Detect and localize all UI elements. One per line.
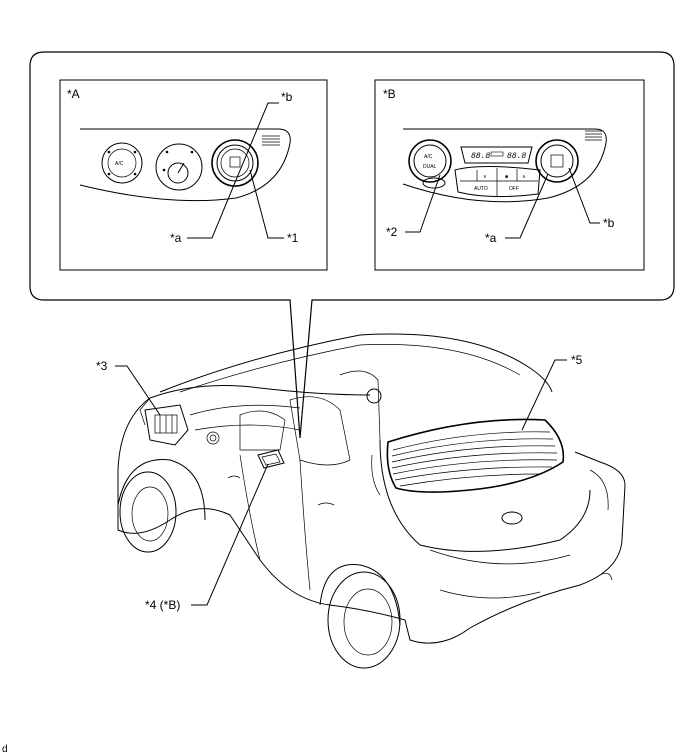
car-label-5: *5 xyxy=(571,353,583,367)
panel-a-label-a: *a xyxy=(170,231,182,245)
svg-text:DUAL: DUAL xyxy=(423,164,437,170)
panel-a-knob-fan xyxy=(155,143,203,191)
rear-window-defogger xyxy=(386,418,565,493)
car-label-4: *4 (*B) xyxy=(145,598,180,612)
panel-a-console: A/C xyxy=(79,128,291,202)
panel-a-title: *A xyxy=(67,87,80,101)
panel-a-label-1: *1 xyxy=(287,231,299,245)
component-4 xyxy=(257,449,285,469)
corner-mark: d xyxy=(2,744,8,755)
svg-text:∨: ∨ xyxy=(483,174,487,180)
svg-text:88.8: 88.8 xyxy=(507,152,526,161)
car-illustration xyxy=(117,333,626,669)
panel-b-leaders xyxy=(405,167,600,239)
panel-b-left-dial: A/C DUAL xyxy=(408,139,452,183)
panel-b-label-b: *b xyxy=(603,216,615,230)
svg-text:OFF: OFF xyxy=(509,186,519,192)
panel-b-label-2: *2 xyxy=(386,225,398,239)
panel-a-label-b: *b xyxy=(281,90,293,104)
svg-text:AUTO: AUTO xyxy=(474,186,488,192)
car-leaders xyxy=(115,359,567,606)
panel-a-knob-mode: A/C xyxy=(101,142,143,184)
svg-text:A/C: A/C xyxy=(115,161,124,167)
component-3 xyxy=(139,397,189,446)
car-label-3: *3 xyxy=(96,359,108,373)
svg-text:■: ■ xyxy=(505,174,508,180)
svg-text:A/C: A/C xyxy=(424,154,433,160)
panel-a-knob-temp xyxy=(211,139,259,187)
svg-text:∧: ∧ xyxy=(522,174,526,180)
panel-b-console: A/C DUAL 88.8 88.8 ∨ ■ ∧ AUTO OFF xyxy=(402,128,607,203)
panel-b-buttons: ∨ ■ ∧ AUTO OFF xyxy=(422,166,541,198)
panel-b-right-dial xyxy=(535,139,579,183)
panel-a-leaders xyxy=(187,102,284,239)
svg-text:88.8: 88.8 xyxy=(471,152,490,161)
panel-b-title: *B xyxy=(383,87,396,101)
panel-b-label-a: *a xyxy=(485,231,497,245)
panel-b-display: 88.8 88.8 xyxy=(460,146,533,164)
